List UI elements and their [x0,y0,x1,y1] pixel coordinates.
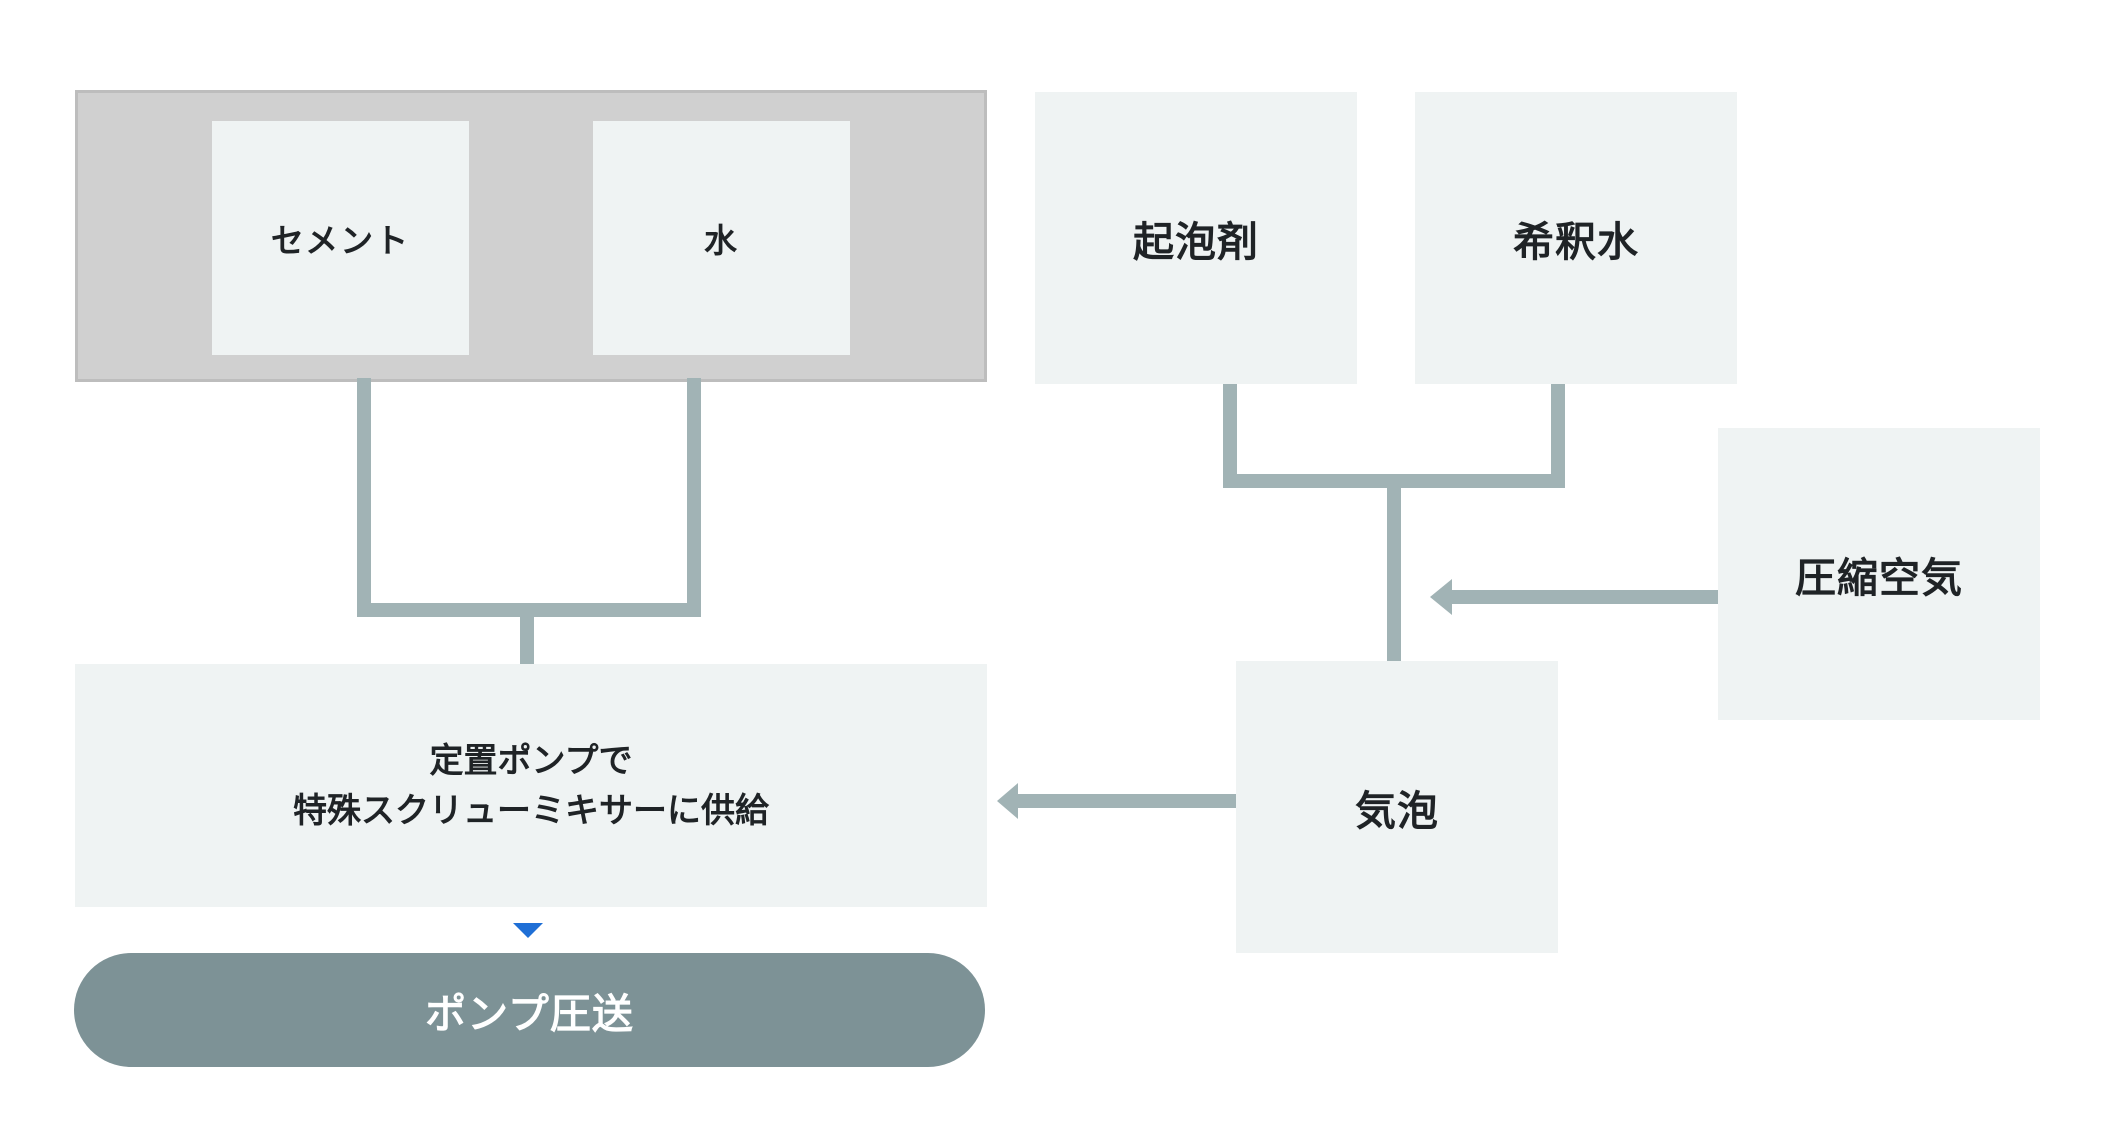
foam-to-mixer-arrowhead [997,783,1018,819]
compressed-air-label: 圧縮空気 [1795,554,1963,602]
cement-box: セメント [212,121,469,355]
foaming-agent-box: 起泡剤 [1035,92,1357,384]
dilution-water-box: 希釈水 [1415,92,1737,384]
foaming-agent-label: 起泡剤 [1133,218,1259,266]
air-to-foam-arrowhead [1430,579,1452,615]
pump-pressure-feed-pill: ポンプ圧送 [74,953,985,1067]
foam-box: 気泡 [1236,661,1558,953]
pump-pressure-feed-label: ポンプ圧送 [425,990,634,1038]
mixer-supply-line-1: 定置ポンプで [429,740,633,781]
water-box: 水 [593,121,850,355]
mixer-supply-text: 定置ポンプで 特殊スクリューミキサーに供給 [293,736,769,836]
mixer-supply-line-2: 特殊スクリューミキサーに供給 [293,790,769,831]
compressed-air-box: 圧縮空気 [1718,428,2040,720]
dilution-water-label: 希釈水 [1513,218,1639,266]
water-label: 水 [704,221,739,260]
down-arrow-indicator-icon [513,923,543,938]
cement-water-merge-connector [357,378,701,617]
cement-label: セメント [270,221,411,260]
mixer-supply-box: 定置ポンプで 特殊スクリューミキサーに供給 [75,664,987,907]
foaming-dilution-merge-connector [1223,384,1565,488]
foam-label: 気泡 [1355,787,1439,835]
